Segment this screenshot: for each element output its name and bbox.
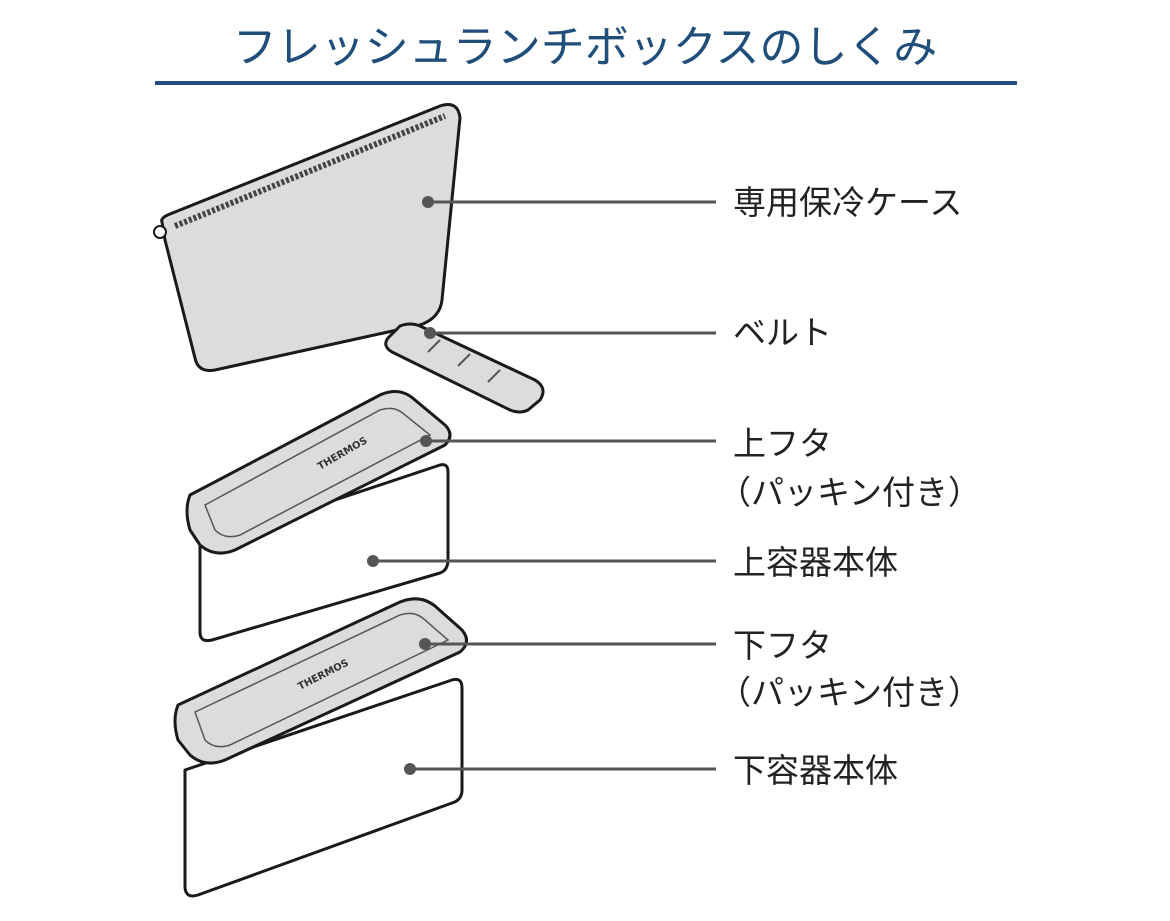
upper-container-illustration — [198, 463, 450, 643]
callout-upper-lid: 上フタ （パッキン付き） — [420, 424, 981, 512]
diagram-title: フレッシュランチボックスのしくみ — [233, 22, 937, 73]
label-upper-lid-sub: （パッキン付き） — [718, 473, 981, 512]
lower-container-illustration — [183, 677, 464, 898]
label-lower-lid-sub: （パッキン付き） — [718, 673, 981, 712]
upper-lid-illustration: THERMOS — [185, 389, 452, 555]
callout-lower-container: 下容器本体 — [404, 751, 898, 790]
callout-case: 専用保冷ケース — [422, 183, 962, 222]
callout-lower-lid: 下フタ （パッキン付き） — [419, 626, 981, 712]
callout-belt: ベルト — [424, 313, 832, 352]
label-case: 専用保冷ケース — [733, 183, 962, 222]
label-upper-lid: 上フタ — [733, 424, 832, 463]
lower-lid-illustration: THERMOS — [173, 597, 468, 765]
label-lower-container: 下容器本体 — [733, 751, 898, 790]
title-underline — [155, 81, 1017, 85]
callout-upper-container: 上容器本体 — [367, 543, 898, 582]
belt-illustration — [384, 322, 545, 414]
label-upper-container: 上容器本体 — [733, 543, 898, 582]
label-lower-lid: 下フタ — [733, 626, 832, 665]
cooling-case-illustration — [153, 103, 462, 372]
label-belt: ベルト — [733, 313, 832, 352]
